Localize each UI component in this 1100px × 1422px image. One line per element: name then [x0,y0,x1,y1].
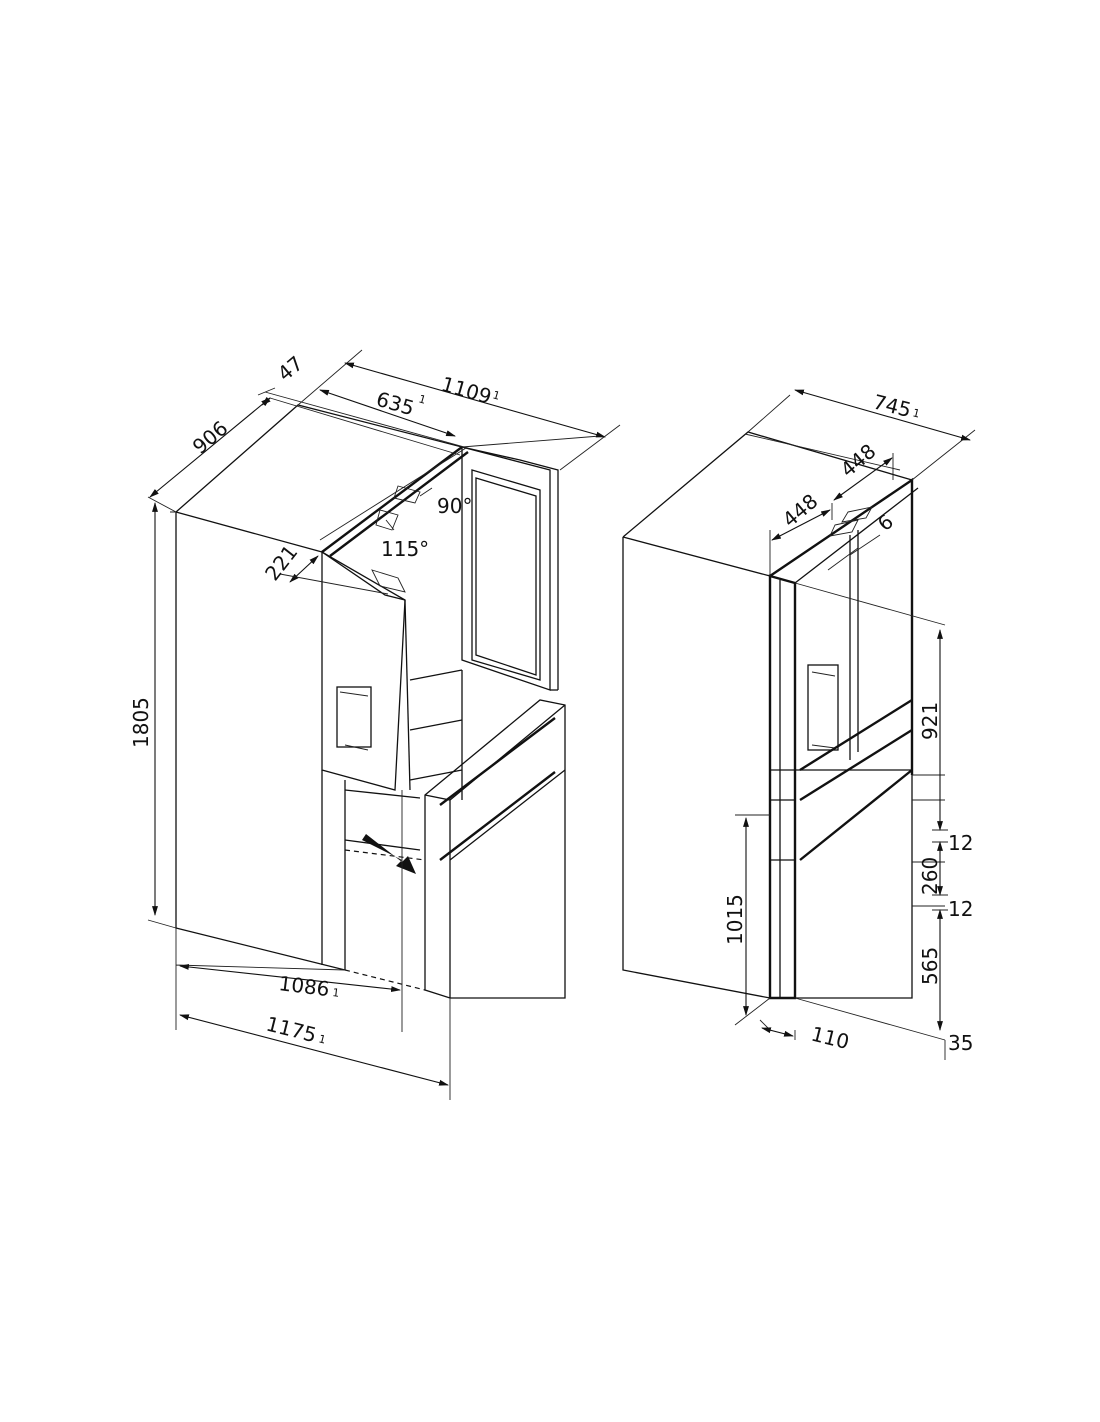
lower-drawer-height-label: 565 [918,947,942,985]
width-open-note: 1 [491,388,501,402]
right-dimensions [734,389,976,1060]
height-label: 1805 [129,697,153,748]
door-width-label: 635 [374,387,417,421]
pull-out-arrow-icon [362,834,416,874]
upper-height-label: 921 [918,702,942,740]
door-depth-label: 221 [260,540,302,585]
gap-label: 6 [873,509,898,536]
door-right-width-label: 448 [836,439,881,482]
gap-upper-label: 12 [948,831,973,855]
depth-offset-label: 47 [273,351,308,386]
drawer-height-label: 260 [918,857,942,895]
width-open-label: 1109 [439,372,495,409]
depth-total-label: 906 [188,416,233,459]
handle-offset-label: 110 [809,1022,852,1055]
depth-door-open-note: 1 [317,1032,327,1046]
left-dimensions [147,349,621,1100]
dimension-labels: 906 47 635 1 1109 1 90° 115° 221 1805 10… [129,351,973,1055]
right-fridge-drawing [622,431,919,1000]
handle-height-label: 1015 [723,894,747,945]
depth-drawer-open-note: 1 [332,986,341,1000]
depth-door-open-label: 1175 [264,1012,319,1048]
depth-drawer-open-label: 1086 [277,971,330,1001]
door-width-note: 1 [417,392,427,406]
angle-90-label: 90° [437,494,472,518]
width-note: 1 [911,406,921,420]
plinth-label: 35 [948,1031,973,1055]
left-fridge-drawing [175,404,566,999]
door-left-width-label: 448 [778,489,823,532]
angle-115-label: 115° [381,537,429,561]
water-dispenser-icon [807,664,839,751]
gap-lower-label: 12 [948,897,973,921]
width-label: 745 [871,390,914,423]
